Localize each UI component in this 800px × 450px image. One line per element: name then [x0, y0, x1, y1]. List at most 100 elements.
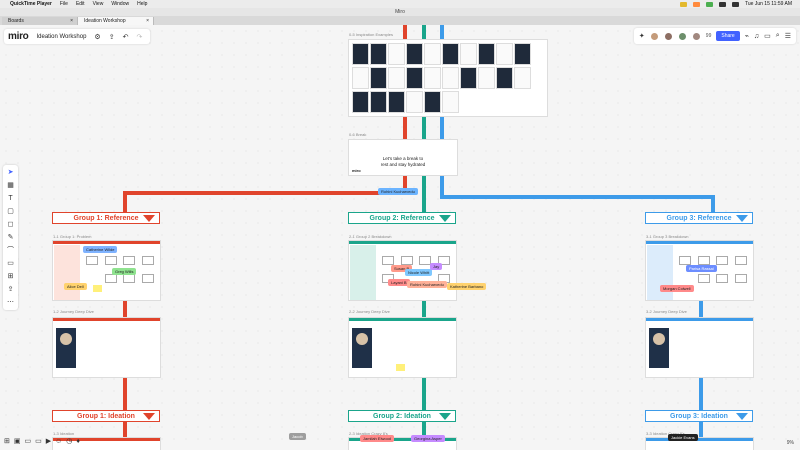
status-app-icon[interactable] [693, 1, 701, 7]
board-name[interactable]: Ideation Workshop [36, 33, 87, 40]
comments-icon[interactable]: ▭ [764, 33, 771, 40]
card[interactable] [401, 256, 413, 265]
frames-icon[interactable]: ▣ [13, 438, 21, 445]
collapse-triangle-icon[interactable] [143, 215, 155, 222]
slide-thumbnail[interactable] [496, 67, 513, 89]
card[interactable] [438, 256, 450, 265]
menu-view[interactable]: View [92, 1, 104, 7]
status-app-icon[interactable] [680, 1, 688, 7]
group3-reference-header[interactable]: Group 3: Reference [645, 212, 753, 224]
frame-tool-icon[interactable]: ⊞ [7, 273, 14, 280]
persona-card[interactable] [649, 328, 669, 368]
close-icon[interactable]: × [146, 18, 149, 24]
collapse-triangle-icon[interactable] [439, 215, 451, 222]
slide-thumbnail[interactable] [442, 43, 459, 65]
slide-thumbnail[interactable] [478, 67, 495, 89]
persona-card[interactable] [352, 328, 372, 368]
inspiration-frame[interactable] [348, 39, 548, 117]
slide-thumbnail[interactable] [514, 67, 531, 89]
more-icon[interactable]: ⋯ [7, 299, 14, 306]
zoom-level[interactable]: 9% [786, 440, 794, 446]
card[interactable] [735, 274, 747, 283]
group1-ideation-frame[interactable] [52, 437, 161, 450]
card[interactable] [142, 256, 154, 265]
slide-thumbnail[interactable] [352, 91, 369, 113]
collapse-triangle-icon[interactable] [736, 215, 748, 222]
group1-ideation-header[interactable]: Group 1: Ideation [52, 410, 160, 422]
redo-icon[interactable]: ↷ [136, 33, 143, 41]
clock[interactable]: Tue Jun 15 11:59 AM [745, 1, 792, 7]
voting-icon[interactable]: ♦ [76, 437, 80, 445]
card[interactable] [698, 256, 710, 265]
avatar[interactable] [691, 31, 701, 41]
collaborator-count[interactable]: 99 [705, 33, 712, 39]
slide-thumbnail[interactable] [352, 43, 369, 65]
slide-thumbnail[interactable] [352, 67, 369, 89]
card[interactable] [698, 274, 710, 283]
slide-thumbnail[interactable] [496, 43, 513, 65]
slide-thumbnail[interactable] [478, 43, 495, 65]
timer-icon[interactable]: ◷ [66, 438, 73, 445]
upload-icon[interactable]: ⇪ [7, 286, 14, 293]
group1-reference-header[interactable]: Group 1: Reference [52, 212, 160, 224]
pen-tool-icon[interactable]: ✎ [7, 234, 14, 241]
slide-thumbnail[interactable] [388, 43, 405, 65]
card[interactable] [382, 256, 394, 265]
card[interactable] [716, 274, 728, 283]
slide-thumbnail[interactable] [406, 91, 423, 113]
card[interactable] [716, 256, 728, 265]
slide-thumbnail[interactable] [424, 43, 441, 65]
slide-thumbnail[interactable] [388, 91, 405, 113]
celebrate-icon[interactable]: ✦ [638, 33, 645, 40]
slide-thumbnail[interactable] [406, 43, 423, 65]
notifications-icon[interactable]: ♫ [753, 32, 760, 40]
search-icon[interactable]: ⌕ [775, 32, 780, 39]
grid-icon[interactable]: ⊞ [4, 438, 10, 445]
share-button[interactable]: Share [716, 31, 740, 41]
board-canvas[interactable]: 0-5 Inspiration Examples 0-6 Break Let's… [0, 25, 800, 450]
menu-window[interactable]: Window [111, 1, 130, 7]
group2-journey-frame[interactable] [348, 317, 457, 378]
wifi-icon[interactable] [732, 1, 740, 7]
shape-tool-icon[interactable]: ◻ [7, 221, 14, 228]
card[interactable] [105, 256, 117, 265]
group3-ideation-frame[interactable] [645, 437, 754, 450]
status-app-icon[interactable] [706, 1, 714, 7]
menu-icon[interactable]: ☰ [784, 33, 791, 40]
slide-thumbnail[interactable] [442, 91, 459, 113]
comment-tool-icon[interactable]: ▭ [7, 260, 14, 267]
slide-thumbnail[interactable] [370, 91, 387, 113]
card[interactable] [419, 256, 431, 265]
battery-icon[interactable] [719, 1, 727, 7]
text-tool-icon[interactable]: T [8, 195, 13, 202]
collapse-triangle-icon[interactable] [736, 413, 748, 420]
export-icon[interactable]: ⇪ [108, 33, 115, 41]
card[interactable] [735, 256, 747, 265]
break-frame[interactable]: Let's take a break to rest and stay hydr… [348, 139, 458, 176]
close-icon[interactable]: × [70, 18, 73, 24]
slide-thumbnail[interactable] [388, 67, 405, 89]
card[interactable] [142, 274, 154, 283]
slide-thumbnail[interactable] [424, 67, 441, 89]
slide-thumbnail[interactable] [442, 67, 459, 89]
settings-icon[interactable]: ⚙ [94, 33, 101, 41]
undo-icon[interactable]: ↶ [122, 33, 129, 41]
select-tool-icon[interactable]: ➤ [7, 169, 14, 176]
collapse-triangle-icon[interactable] [439, 413, 451, 420]
slide-thumbnail[interactable] [514, 43, 531, 65]
card[interactable] [123, 274, 135, 283]
sticky-note-icon[interactable]: ▢ [7, 208, 14, 215]
menu-app-name[interactable]: QuickTime Player [10, 1, 52, 7]
menu-file[interactable]: File [59, 1, 68, 7]
sticky-note[interactable] [93, 285, 102, 292]
activity-icon[interactable]: ⌁ [744, 33, 749, 40]
card[interactable] [105, 274, 117, 283]
persona-card[interactable] [56, 328, 76, 368]
sticky-note[interactable] [396, 364, 405, 371]
group2-reference-header[interactable]: Group 2: Reference [348, 212, 456, 224]
slide-thumbnail[interactable] [424, 91, 441, 113]
tab-ideation-workshop[interactable]: Ideation Workshop × [78, 17, 154, 25]
miro-logo[interactable]: miro [8, 31, 29, 42]
slide-thumbnail[interactable] [406, 67, 423, 89]
card[interactable] [86, 256, 98, 265]
